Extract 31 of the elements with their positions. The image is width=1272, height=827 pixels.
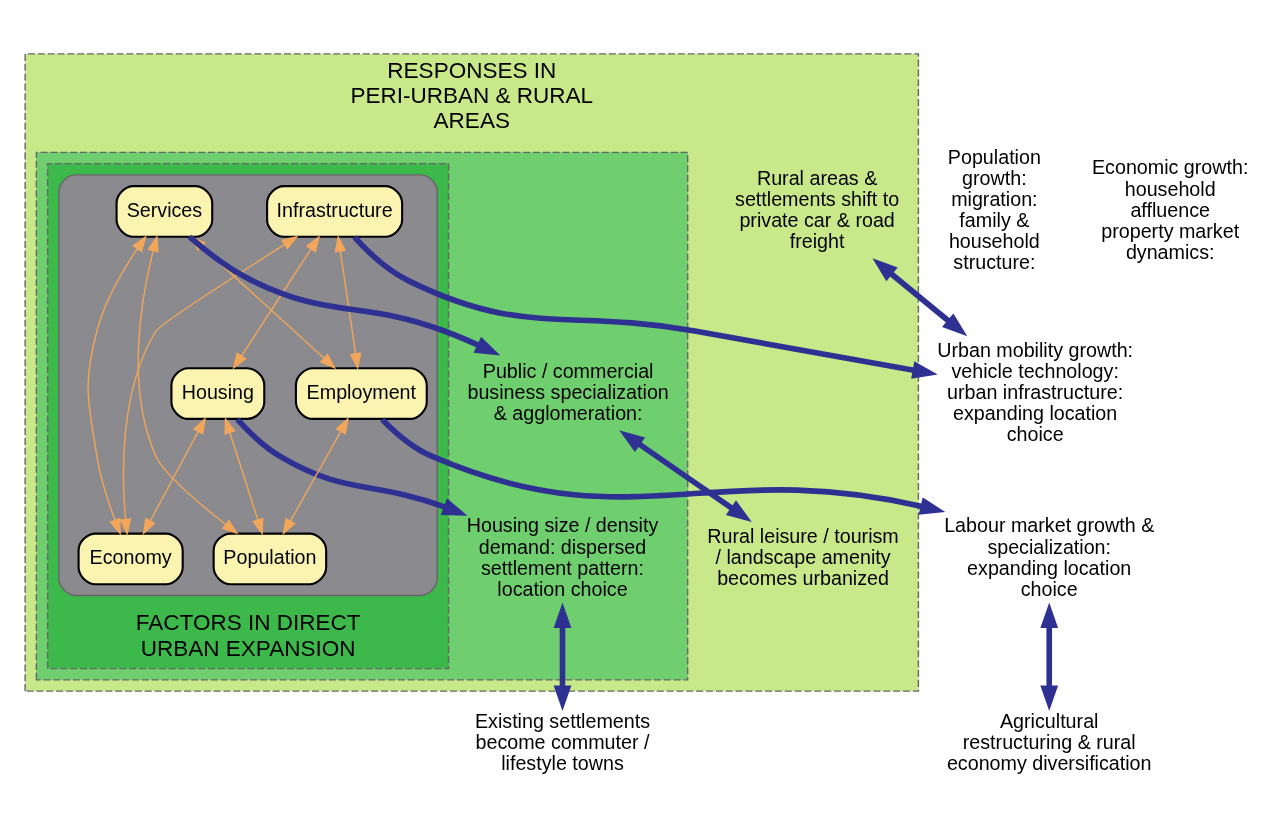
arrow bbox=[334, 234, 362, 370]
node-box: Population bbox=[212, 532, 328, 585]
cluster bbox=[35, 151, 689, 681]
node-text: Rural leisure / tourism / landscape amenity becomes urbanized bbox=[707, 524, 899, 589]
arrow bbox=[87, 234, 147, 535]
label: Economic growth: household affluence property market dynamics: bbox=[1091, 155, 1249, 263]
cluster bbox=[58, 173, 438, 596]
arrow bbox=[872, 257, 968, 336]
label: Population growth: migration: family & household structure: bbox=[947, 145, 1041, 273]
arrow bbox=[224, 416, 264, 535]
node-box: Employment bbox=[294, 366, 428, 420]
node-text: Public / commercial business specialization & agglomeration: bbox=[467, 359, 669, 424]
arrow bbox=[282, 416, 349, 535]
arrow bbox=[232, 234, 321, 370]
node-text: Labour market growth & specialization: expanding location choice bbox=[944, 513, 1155, 600]
arrow bbox=[352, 234, 938, 379]
node-text: Rural areas & settlements shift to private car & road freight bbox=[735, 166, 900, 252]
arrow bbox=[553, 602, 572, 711]
arrow bbox=[142, 416, 206, 535]
arrow bbox=[1040, 602, 1059, 711]
node-box: Housing bbox=[170, 366, 266, 420]
arrow bbox=[619, 429, 752, 522]
node-box: Economy bbox=[77, 532, 184, 585]
node-box: Infrastructure bbox=[266, 184, 404, 238]
node-text: Housing size / density demand: dispersed settlement pattern: location choice bbox=[466, 513, 659, 600]
node-text: Urban mobility growth: vehicle technology: urban infrastructure: expanding location choice bbox=[937, 338, 1134, 445]
node-text: Agricultural restructuring & rural economy diversification bbox=[946, 709, 1152, 774]
node-box: Services bbox=[115, 184, 214, 238]
arrow bbox=[380, 416, 946, 515]
node-text: Existing settlements become commuter / lifestyle towns bbox=[474, 709, 651, 774]
arrow bbox=[235, 416, 468, 516]
